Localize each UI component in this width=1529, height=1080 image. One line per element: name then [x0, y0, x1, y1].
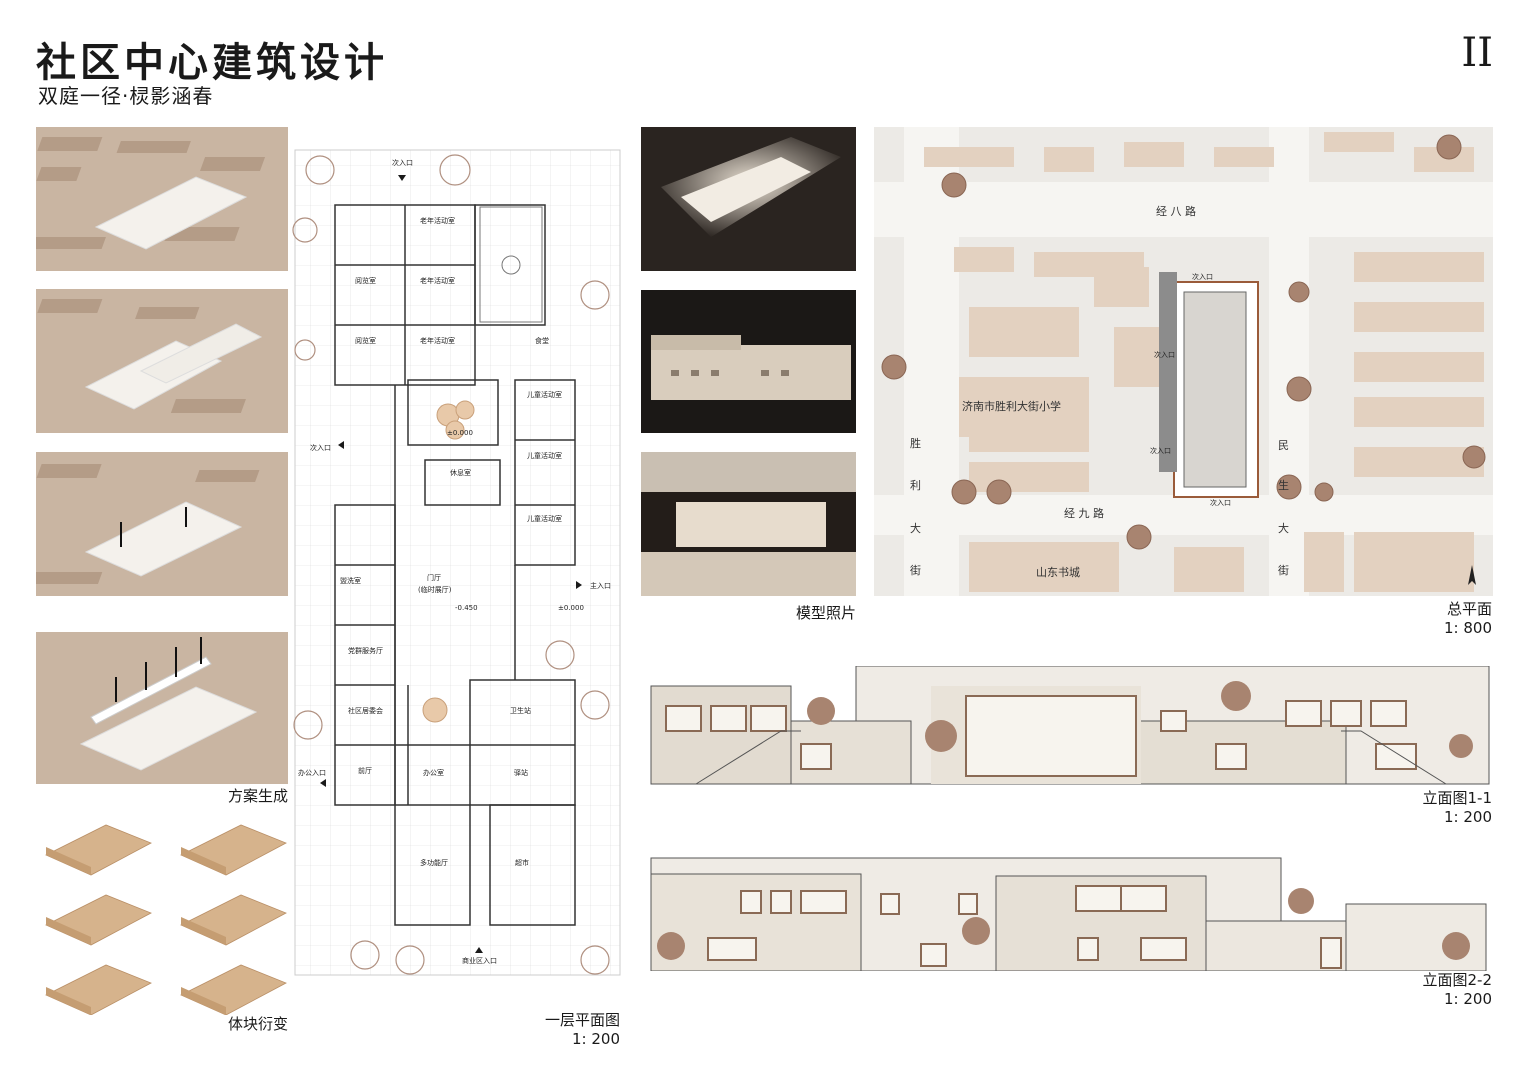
site-road-east-1: 民	[1278, 439, 1289, 452]
plan-label-office: 办公室	[423, 768, 444, 777]
plan-label-clinic: 卫生站	[510, 706, 531, 715]
plan-level-courtyard: ±0.000	[447, 429, 473, 437]
plan-label-entry-west: 次入口	[310, 443, 331, 452]
elevation2-caption-title: 立面图2-2	[1422, 971, 1493, 989]
elevation1-caption-title: 立面图1-1	[1422, 789, 1493, 807]
plan-label-hall-sub: (临时展厅)	[418, 585, 452, 594]
ground-floor-plan: 次入口 次入口 主入口 办公入口 商业区入口 老年活动室 老年活动室 老年活动室…	[290, 125, 622, 1010]
site-road-south: 经 九 路	[1064, 507, 1104, 520]
plan-label-committee: 社区居委会	[348, 706, 383, 715]
site-plan: 经 八 路 经 九 路 济南市胜利大街小学 山东书城 胜 利 大 街 民 生 大…	[874, 127, 1493, 596]
site-road-east-3: 大	[1278, 521, 1289, 535]
elevation2-caption: 立面图2-2 1: 200	[1380, 971, 1493, 1009]
plan-level-entry: ±0.000	[558, 604, 584, 612]
site-road-east-2: 生	[1278, 478, 1289, 492]
site-road-west-1: 胜	[910, 436, 921, 450]
plan-caption-scale: 1: 200	[572, 1030, 620, 1048]
elevation-1-1	[641, 666, 1494, 786]
plan-caption-title: 一层平面图	[544, 1011, 620, 1029]
model-photo-3	[641, 452, 856, 596]
site-label-entry-north: 次入口	[1192, 272, 1213, 281]
plan-label-market: 超市	[515, 858, 529, 867]
plan-label-washroom: 盥洗室	[340, 576, 361, 585]
site-road-west-2: 利	[910, 479, 921, 492]
site-caption-title: 总平面	[1446, 600, 1492, 618]
site-label-entry-south: 次入口	[1210, 498, 1231, 507]
elevation2-caption-scale: 1: 200	[1444, 990, 1492, 1008]
scheme-step-1-render	[36, 127, 288, 271]
site-road-west-3: 大	[910, 521, 921, 535]
model-photo-1	[641, 127, 856, 271]
elevation-2-2	[641, 856, 1494, 971]
page-subtitle: 双庭一径·棂影涵春	[38, 84, 214, 108]
scheme-step-4-render	[36, 632, 288, 784]
plan-label-entry-commercial: 商业区入口	[462, 956, 497, 965]
site-label-entry-west: 次入口	[1154, 350, 1175, 359]
site-caption-scale: 1: 800	[1444, 619, 1492, 637]
site-road-west-4: 街	[910, 563, 921, 577]
plan-label-elderly-1: 老年活动室	[420, 216, 455, 225]
plan-label-elderly-3: 老年活动室	[420, 336, 455, 345]
plan-label-post: 驿站	[514, 768, 528, 777]
plan-label-children-1: 儿童活动室	[527, 390, 562, 399]
site-caption: 总平面 1: 800	[1380, 600, 1492, 638]
plan-label-canteen: 食堂	[535, 336, 549, 345]
site-road-north: 经 八 路	[1156, 205, 1196, 218]
plan-label-reading-2: 阅览室	[355, 336, 376, 345]
plan-label-front: 前厅	[358, 766, 372, 775]
scheme-caption: 方案生成	[227, 787, 288, 805]
model-caption: 模型照片	[795, 604, 856, 622]
elevation1-caption-scale: 1: 200	[1444, 808, 1492, 826]
plan-label-rest: 休息室	[450, 468, 471, 477]
plan-label-entry-main: 主入口	[590, 581, 611, 590]
site-label-entry-southwest: 次入口	[1150, 446, 1171, 455]
plan-caption: 一层平面图 1: 200	[500, 1011, 620, 1049]
elevation1-caption: 立面图1-1 1: 200	[1380, 789, 1493, 827]
plan-label-hall: 门厅	[427, 573, 441, 582]
site-label-bookstore: 山东书城	[1036, 566, 1080, 579]
plan-label-elderly-2: 老年活动室	[420, 276, 455, 285]
plan-label-entry-office: 办公入口	[298, 768, 326, 777]
north-arrow-icon	[1468, 565, 1476, 585]
plan-label-children-2: 儿童活动室	[527, 451, 562, 460]
page-number: II	[1461, 30, 1493, 76]
site-label-school: 济南市胜利大街小学	[962, 399, 1061, 413]
scheme-step-3-render	[36, 452, 288, 596]
plan-level-hall: -0.450	[455, 604, 478, 612]
volume-evolution-diagram	[36, 815, 288, 1015]
scheme-step-2-render	[36, 289, 288, 433]
plan-label-children-3: 儿童活动室	[527, 514, 562, 523]
page-title: 社区中心建筑设计	[36, 40, 388, 86]
site-road-east-4: 街	[1278, 563, 1289, 577]
plan-label-entry-north: 次入口	[392, 158, 413, 167]
model-photo-2	[641, 290, 856, 433]
volume-caption: 体块衍变	[227, 1015, 288, 1033]
plan-label-reading-1: 阅览室	[355, 276, 376, 285]
plan-label-party: 党群服务厅	[348, 646, 383, 655]
plan-label-multi: 多功能厅	[420, 858, 448, 867]
